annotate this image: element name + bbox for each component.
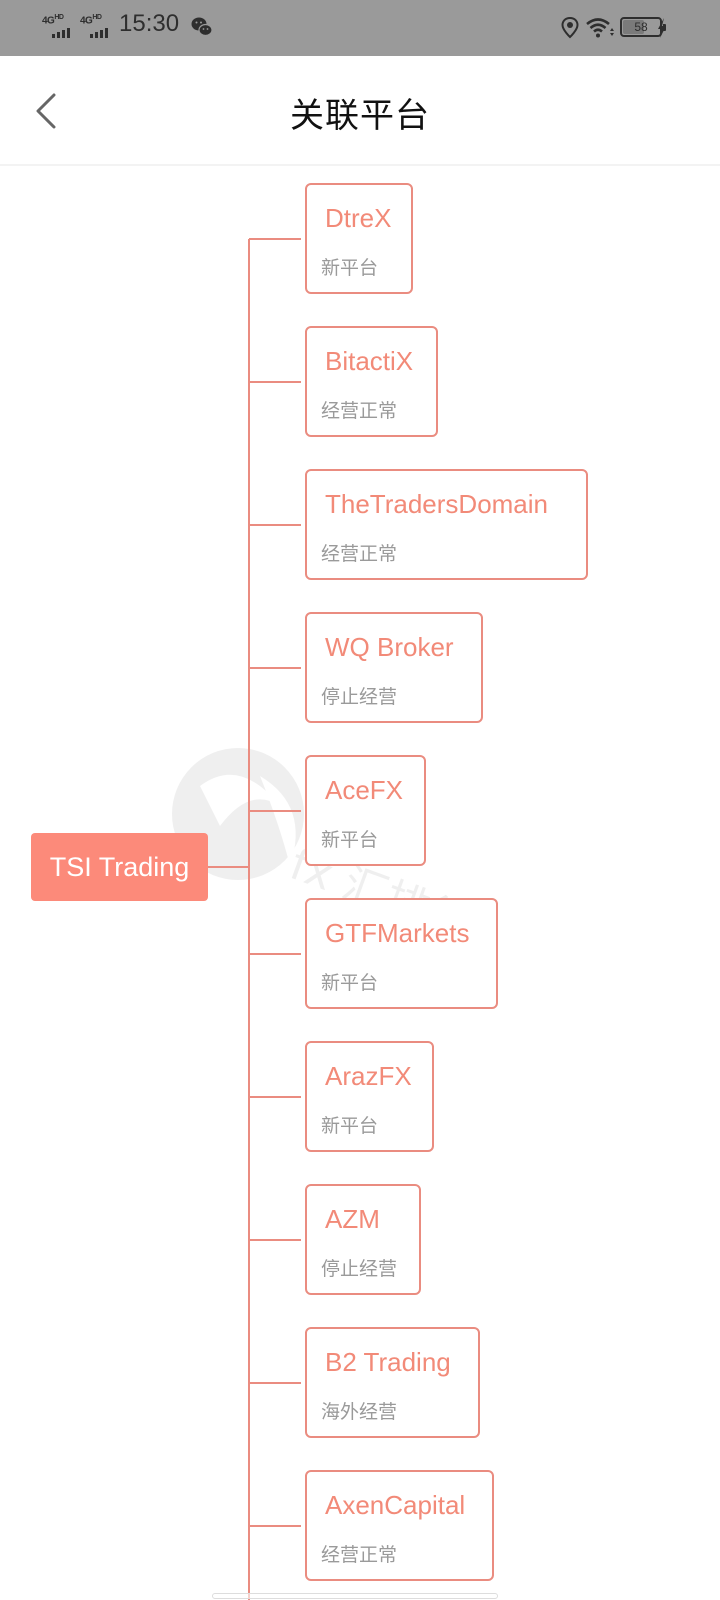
platform-status: 停止经营 xyxy=(321,686,398,708)
header-bar: 关联平台 xyxy=(0,56,720,166)
platform-name: AceFX xyxy=(325,775,404,805)
platform-name: AZM xyxy=(325,1204,380,1234)
status-bar: 4GHD 4GHD 15:30 58 xyxy=(0,0,720,56)
signal-icon: 4GHD xyxy=(80,14,114,40)
platform-name: B2 Trading xyxy=(325,1347,451,1377)
platform-node[interactable]: AZM 停止经营 xyxy=(305,1184,421,1295)
signal-icon: 4GHD xyxy=(42,14,76,40)
branch-connector xyxy=(249,667,301,669)
platform-node[interactable]: BitactiX 经营正常 xyxy=(305,326,438,437)
platform-node[interactable]: AceFX 新平台 xyxy=(305,755,426,866)
platform-node[interactable]: GTFMarkets 新平台 xyxy=(305,898,498,1009)
root-node[interactable]: TSI Trading xyxy=(31,833,208,901)
branch-connector xyxy=(249,1096,301,1098)
branch-connector xyxy=(249,524,301,526)
platform-status: 经营正常 xyxy=(321,400,398,422)
battery-level: 58 xyxy=(634,20,648,34)
branch-connector xyxy=(249,810,301,812)
branch-connector xyxy=(249,1239,301,1241)
branch-connector xyxy=(249,238,301,240)
platform-node[interactable]: B2 Trading 海外经营 xyxy=(305,1327,480,1438)
platform-node[interactable]: WQ Broker 停止经营 xyxy=(305,612,483,723)
platform-name: TheTradersDomain xyxy=(325,489,549,519)
platform-name: ArazFX xyxy=(325,1061,412,1091)
platform-node[interactable]: ArazFX 新平台 xyxy=(305,1041,434,1152)
platform-name: BitactiX xyxy=(325,346,414,376)
root-connector xyxy=(208,866,249,868)
network-hd: HD xyxy=(92,14,102,21)
platform-name: DtreX xyxy=(325,203,392,233)
wechat-icon xyxy=(191,17,213,37)
battery-fill xyxy=(623,20,644,34)
tree-trunk-line xyxy=(248,239,250,1600)
network-type: 4G xyxy=(42,15,55,27)
charging-icon xyxy=(658,18,666,38)
platform-status: 海外经营 xyxy=(321,1401,398,1423)
branch-connector xyxy=(249,1382,301,1384)
platform-status: 新平台 xyxy=(321,972,379,994)
page-title: 关联平台 xyxy=(290,96,430,136)
back-button[interactable] xyxy=(28,86,62,136)
platform-status: 经营正常 xyxy=(321,543,398,565)
wifi-icon xyxy=(586,18,614,38)
platform-status: 新平台 xyxy=(321,257,379,279)
platform-name: AxenCapital xyxy=(325,1490,466,1520)
platform-status: 经营正常 xyxy=(321,1544,398,1566)
platform-status: 停止经营 xyxy=(321,1258,398,1280)
platform-status: 新平台 xyxy=(321,829,379,851)
platform-node[interactable]: AxenCapital 经营正常 xyxy=(305,1470,494,1581)
network-hd: HD xyxy=(54,14,64,21)
branch-connector xyxy=(249,953,301,955)
platform-name: WQ Broker xyxy=(325,632,454,662)
status-time: 15:30 xyxy=(119,10,180,37)
platform-name: GTFMarkets xyxy=(325,918,470,948)
platform-status: 新平台 xyxy=(321,1115,379,1137)
branch-connector xyxy=(249,1525,301,1527)
scroll-indicator xyxy=(212,1593,498,1599)
branch-connector xyxy=(249,381,301,383)
platform-node[interactable]: TheTradersDomain 经营正常 xyxy=(305,469,588,580)
platform-node[interactable]: DtreX 新平台 xyxy=(305,183,413,294)
location-icon xyxy=(561,16,579,39)
chevron-left-icon xyxy=(36,93,56,129)
network-type: 4G xyxy=(80,15,93,27)
